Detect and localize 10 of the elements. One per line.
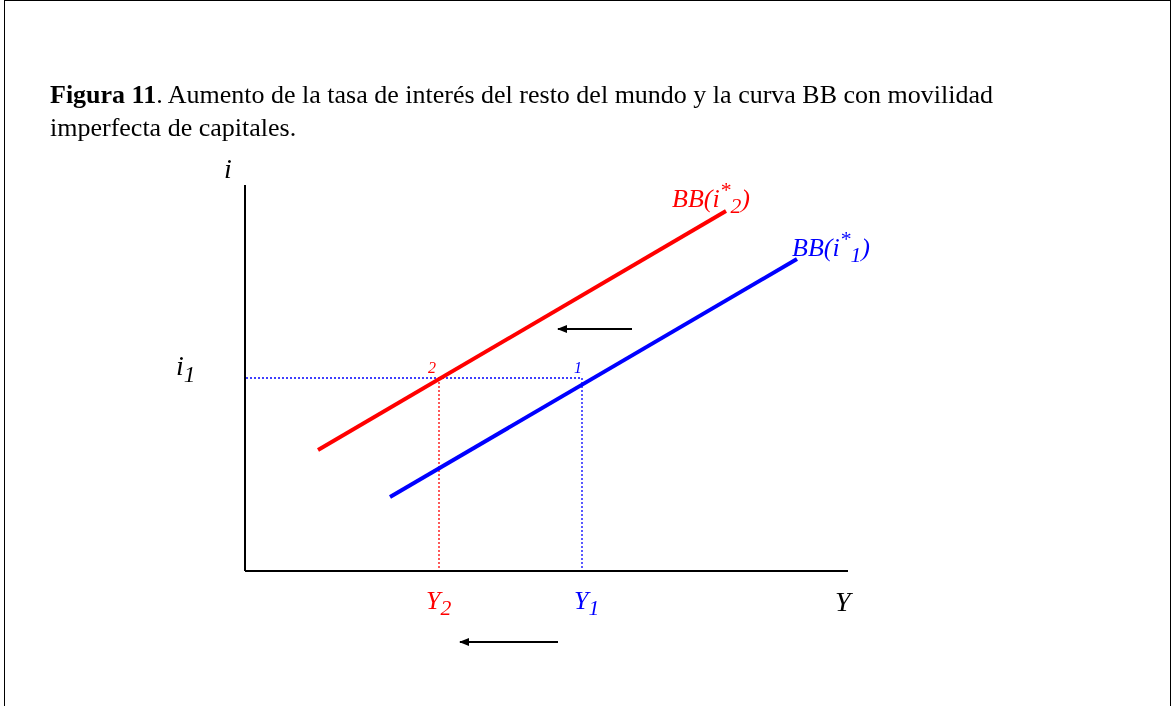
curve-label: BB(i$^{*}$$_{1}$) <box>792 229 870 267</box>
curve-label: BB(i$^{*}$$_{2}$) <box>672 180 750 218</box>
figure-title: Figura 11. Aumento de la tasa de interés del resto del mundo y la curva BB con movilidad imperfecta de capitales. <box>50 79 995 144</box>
axis-label: i <box>224 155 232 183</box>
axis-label: Y <box>835 588 851 616</box>
point-label: 2 <box>428 360 436 376</box>
axis-value-label: Y$_{1}$ <box>574 588 600 620</box>
axis-value-label: Y$_{2}$ <box>426 588 452 620</box>
point-label: 1 <box>574 360 582 376</box>
axis-value-label: i$_{1}$ <box>176 352 196 386</box>
